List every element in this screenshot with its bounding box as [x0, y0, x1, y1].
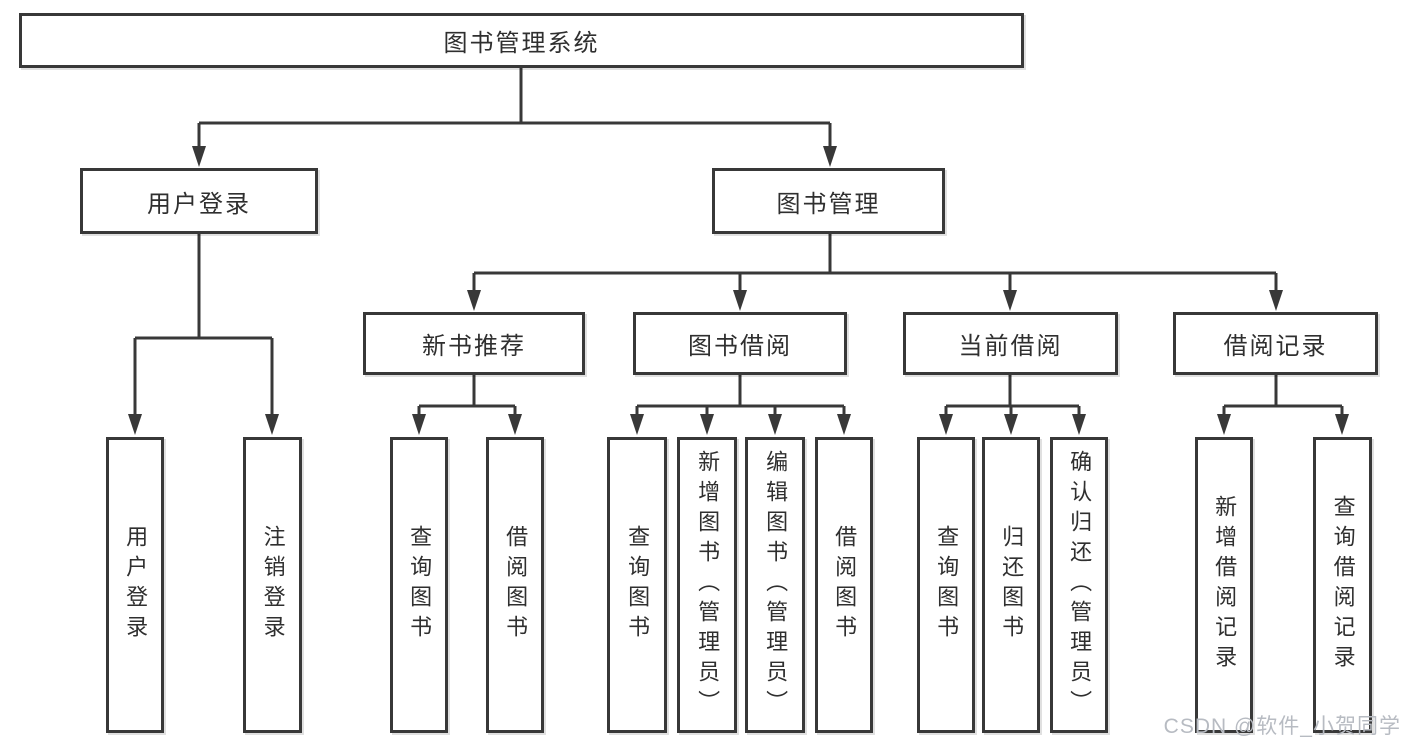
node-book-management: 图书管理 [712, 168, 945, 234]
node-label: 新增图书（管理员） [695, 450, 721, 720]
node-label: 查询图书 [407, 525, 433, 645]
arrowhead [1269, 290, 1283, 311]
connector-current-borrow-children [944, 375, 1081, 417]
arrowhead [1004, 414, 1018, 435]
node-leaf-query-books-recommend: 查询图书 [390, 437, 448, 733]
node-leaf-confirm-return-admin: 确认归还（管理员） [1050, 437, 1108, 733]
node-label: 图书借阅 [688, 333, 792, 360]
node-library-management-system: 图书管理系统 [19, 13, 1024, 68]
csdn-watermark: CSDN @软件_小贺同学 [1163, 715, 1401, 738]
arrowhead [700, 414, 714, 435]
arrowhead [733, 290, 747, 311]
arrowhead [265, 414, 279, 435]
arrowhead [1335, 414, 1349, 435]
connector-borrow-record-children [1222, 375, 1344, 417]
arrowhead [768, 414, 782, 435]
connector-root-to-level2 [197, 68, 832, 150]
node-label: 用户登录 [123, 525, 149, 645]
node-leaf-borrow-books-recommend: 借阅图书 [486, 437, 544, 733]
node-label: 查询借阅记录 [1330, 495, 1356, 675]
arrowhead [192, 146, 206, 167]
node-current-borrowing: 当前借阅 [903, 312, 1118, 375]
node-leaf-user-login: 用户登录 [106, 437, 164, 733]
node-leaf-return-books: 归还图书 [982, 437, 1040, 733]
node-label: 当前借阅 [958, 333, 1063, 360]
node-new-book-recommendation: 新书推荐 [363, 312, 585, 375]
node-label: 确认归还（管理员） [1067, 450, 1093, 720]
node-leaf-add-borrow-record: 新增借阅记录 [1195, 437, 1253, 733]
node-borrowing-records: 借阅记录 [1173, 312, 1378, 375]
node-label: 图书管理 [776, 190, 881, 218]
arrowhead [939, 414, 953, 435]
arrowhead [1003, 290, 1017, 311]
connector-new-book-children [417, 375, 517, 417]
node-leaf-query-books-borrow: 查询图书 [607, 437, 667, 733]
node-leaf-logout: 注销登录 [243, 437, 302, 733]
connector-user-login-children [133, 234, 274, 417]
node-label: 归还图书 [999, 525, 1025, 645]
node-leaf-query-borrow-record: 查询借阅记录 [1313, 437, 1372, 733]
node-label: 查询图书 [625, 525, 651, 645]
node-label: 图书管理系统 [443, 30, 600, 57]
node-label: 查询图书 [934, 525, 960, 645]
arrowhead [823, 146, 837, 167]
arrowhead [1217, 414, 1231, 435]
node-leaf-edit-books-admin: 编辑图书（管理员） [745, 437, 805, 733]
arrowhead [508, 414, 522, 435]
node-label: 新增借阅记录 [1212, 495, 1238, 675]
node-label: 用户登录 [147, 190, 251, 218]
node-label: 编辑图书（管理员） [763, 450, 789, 720]
arrowhead [837, 414, 851, 435]
node-leaf-add-books-admin: 新增图书（管理员） [677, 437, 737, 733]
arrowhead [1072, 414, 1086, 435]
node-label: 借阅图书 [503, 525, 529, 645]
arrowhead [467, 290, 481, 311]
node-label: 新书推荐 [422, 333, 526, 360]
node-user-login: 用户登录 [80, 168, 318, 234]
arrowhead [412, 414, 426, 435]
connector-book-borrow-children [635, 375, 846, 417]
node-label: 借阅图书 [832, 525, 858, 645]
arrowhead [630, 414, 644, 435]
arrowhead [128, 414, 142, 435]
node-label: 注销登录 [260, 525, 286, 645]
node-book-borrowing: 图书借阅 [633, 312, 847, 375]
node-leaf-query-books-current: 查询图书 [917, 437, 975, 733]
connector-book-management-children [472, 234, 1278, 292]
node-label: 借阅记录 [1223, 333, 1328, 360]
node-leaf-borrow-books: 借阅图书 [815, 437, 873, 733]
